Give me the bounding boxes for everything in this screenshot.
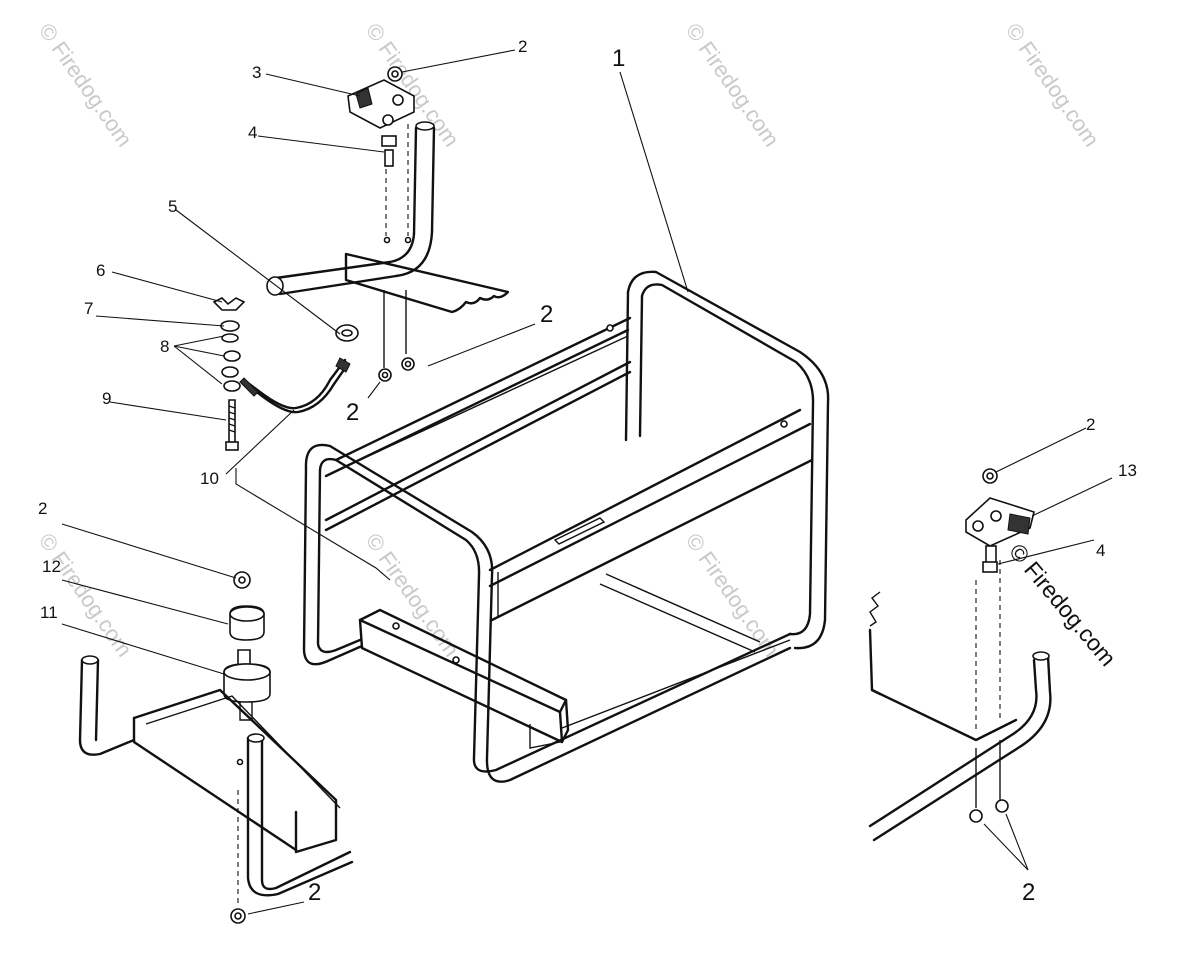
callout-12: 12 [42,557,61,576]
watermark: © Firedog.com [681,529,784,662]
callout-8: 8 [160,337,169,356]
callout-6: 6 [96,261,105,280]
callout-labels: 1 2 3 4 5 6 7 8 9 10 2 2 2 12 11 2 2 13 … [38,37,1137,906]
callout-3: 3 [252,63,261,82]
leader-lines [61,49,1113,915]
callout-4: 4 [1096,541,1105,560]
top-bracket-assembly [266,66,510,382]
watermark: © Firedog.com [681,19,784,152]
callout-2: 2 [518,37,527,56]
callout-2: 2 [308,879,321,906]
callout-11: 11 [40,603,58,622]
watermark: © Firedog.com [34,529,137,662]
callout-13: 13 [1118,461,1137,480]
callout-4: 4 [248,123,257,142]
watermark: © Firedog.com [1001,19,1104,152]
callout-10: 10 [200,469,219,488]
callout-1: 1 [612,45,625,72]
main-frame [302,270,830,783]
ground-strap-assembly [212,297,391,581]
callout-2: 2 [1022,879,1035,906]
watermark: © Firedog.com [361,529,464,662]
callout-5: 5 [168,197,177,216]
callout-2: 2 [38,499,47,518]
callout-7: 7 [84,299,93,318]
callout-2: 2 [346,399,359,426]
right-bracket-assembly [868,468,1052,842]
watermark: © Firedog.com [34,19,137,152]
callout-9: 9 [102,389,111,408]
left-mount-assembly [78,571,354,924]
callout-2: 2 [1086,415,1095,434]
callout-2: 2 [540,301,553,328]
